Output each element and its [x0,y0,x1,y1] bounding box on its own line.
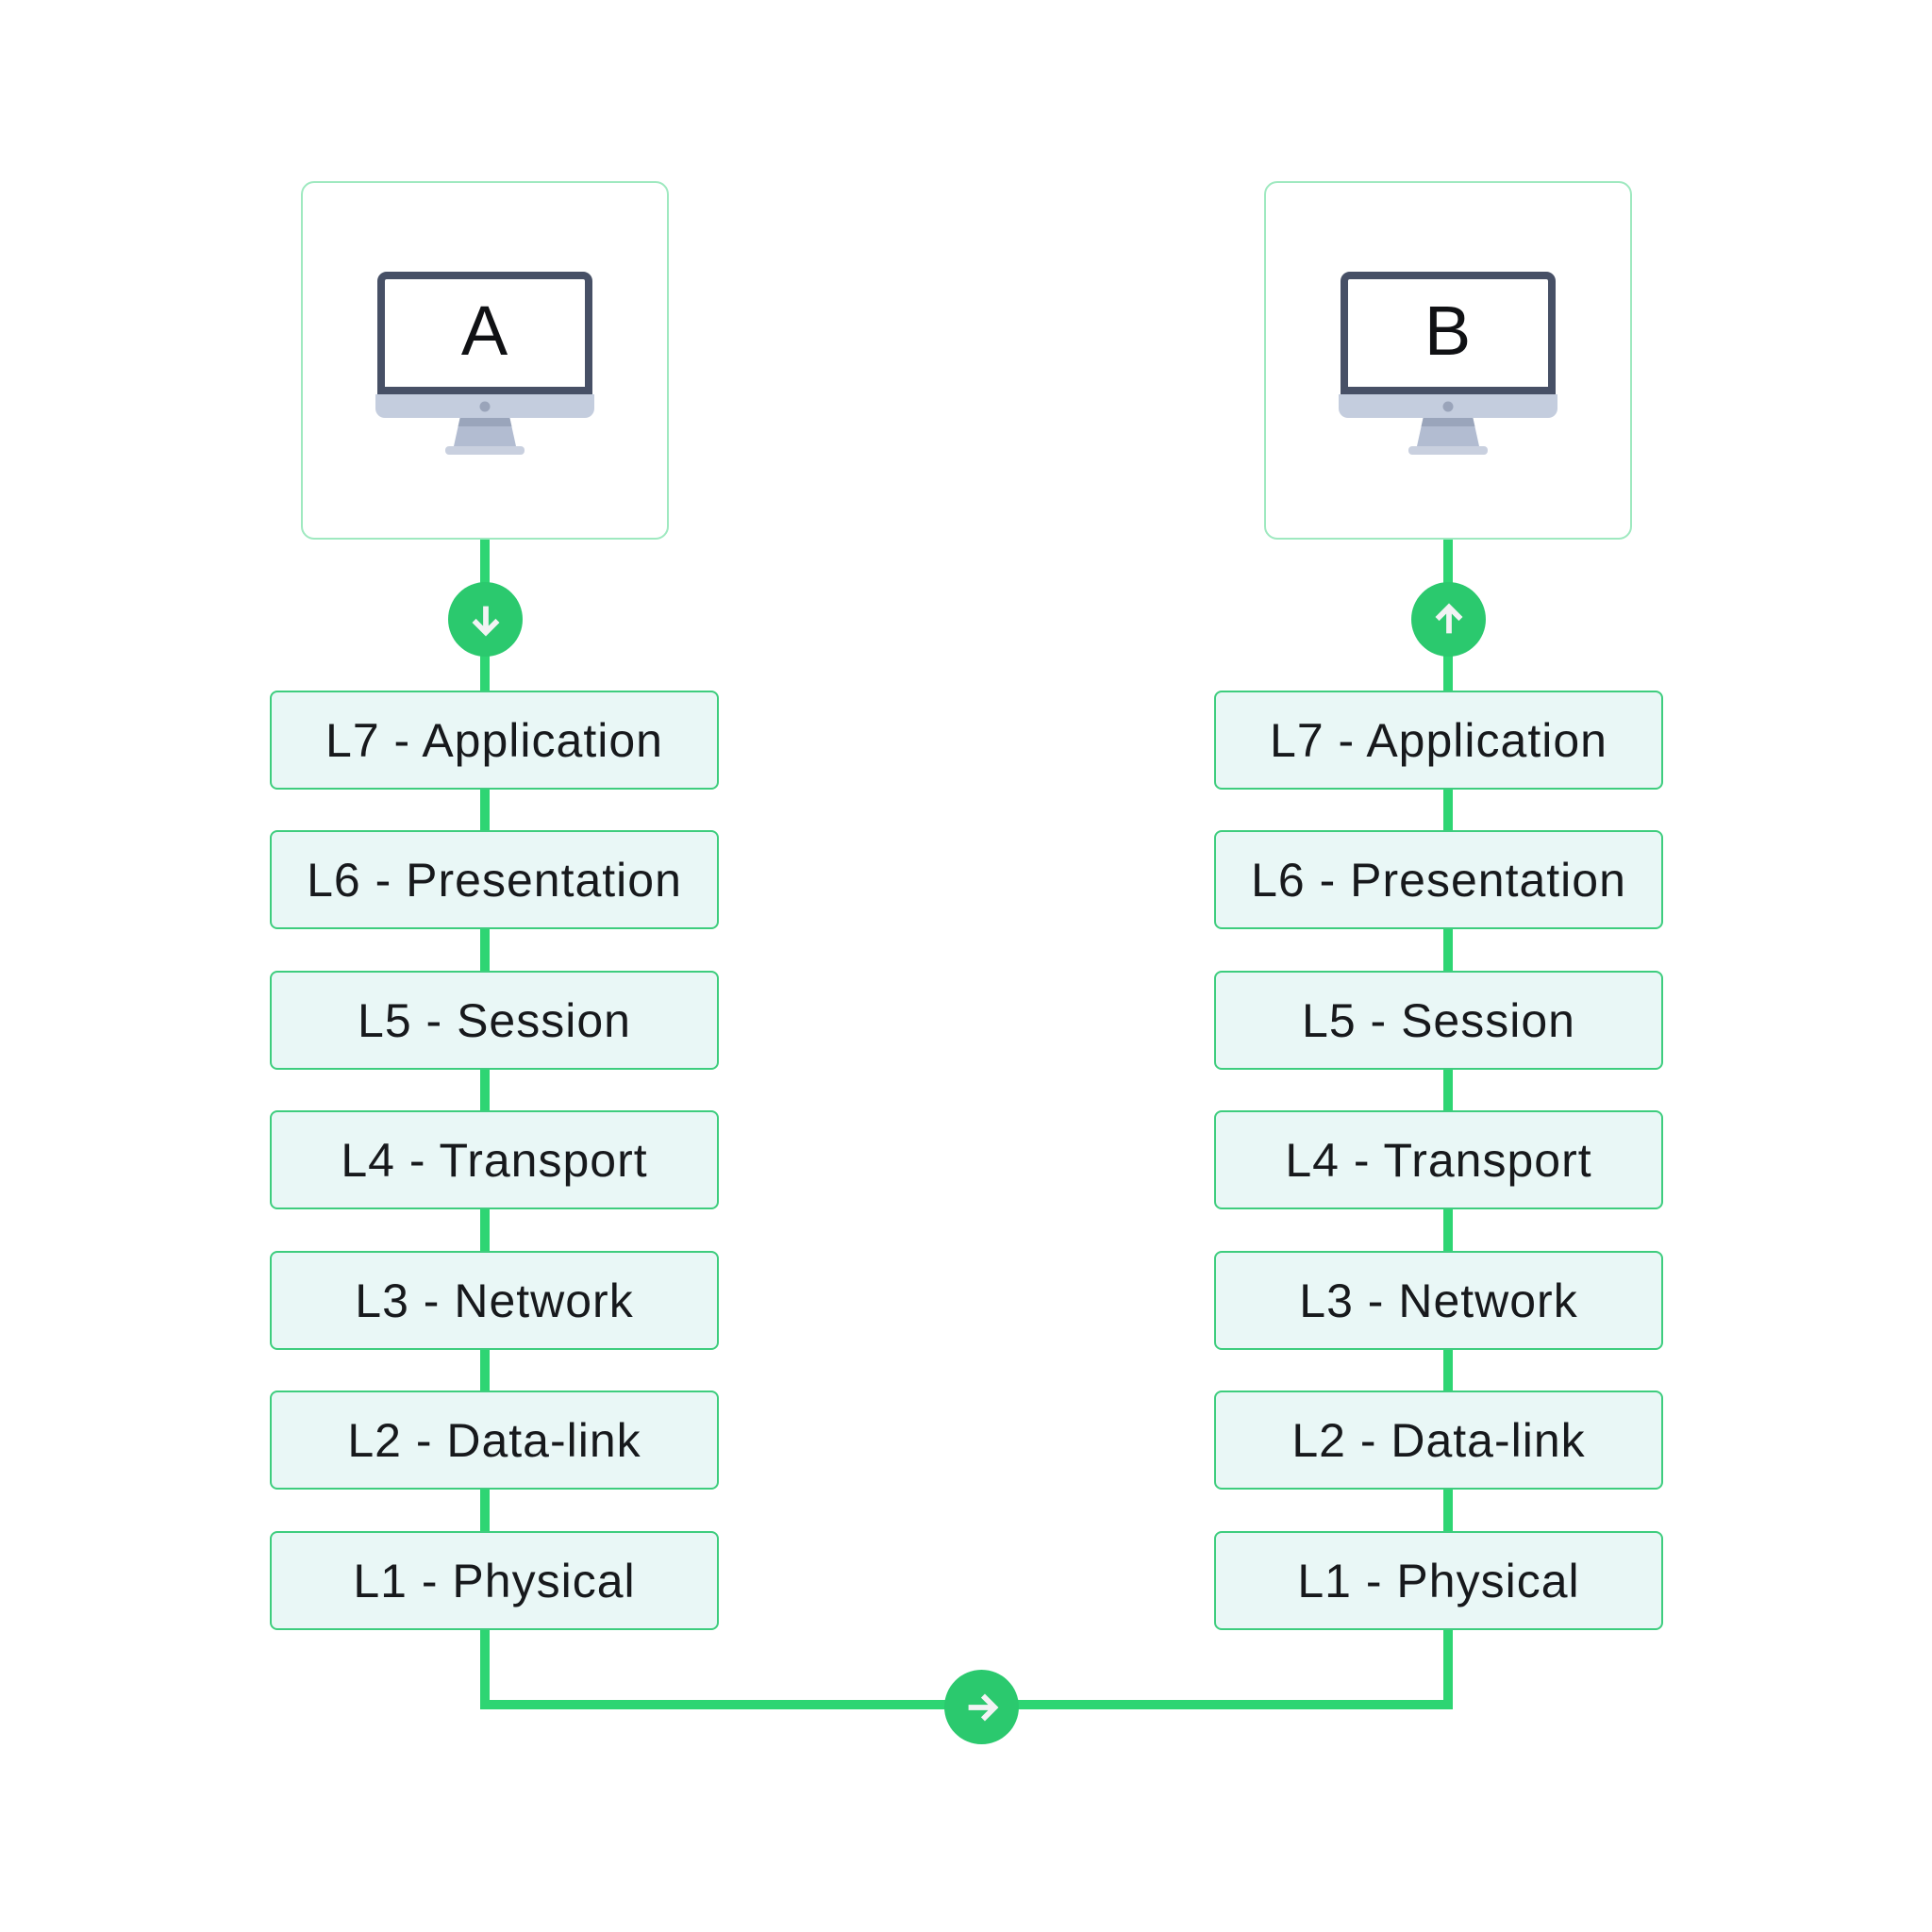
monitor-screen: A [377,272,592,394]
layer-box-l7-left: L7 - Application [270,691,719,790]
monitor-chin [1339,394,1557,418]
device-label-a: A [460,291,509,370]
arrow-up-icon [1435,603,1462,633]
layer-box-l7-right: L7 - Application [1214,691,1663,790]
arrow-down-icon [472,606,499,636]
camera-dot-icon [1442,401,1454,411]
layer-box-l1-right: L1 - Physical [1214,1531,1663,1630]
camera-dot-icon [479,401,491,411]
monitor-icon: B [1339,272,1557,455]
layer-box-l3-left: L3 - Network [270,1251,719,1350]
device-box-a: A [301,181,669,540]
device-label-b: B [1424,291,1473,370]
monitor-chin [375,394,594,418]
monitor-stand-neck [454,418,516,446]
arrow-right-icon [968,1693,998,1721]
layer-box-l2-right: L2 - Data-link [1214,1391,1663,1490]
arrow-down-badge [448,582,523,657]
layer-box-l1-left: L1 - Physical [270,1531,719,1630]
layer-box-l6-left: L6 - Presentation [270,830,719,929]
layer-box-l3-right: L3 - Network [1214,1251,1663,1350]
layer-box-l5-right: L5 - Session [1214,971,1663,1070]
layer-box-l4-right: L4 - Transport [1214,1110,1663,1209]
monitor-icon: A [375,272,594,455]
monitor-stand-base [1408,446,1488,455]
arrow-up-badge [1411,582,1486,657]
layer-box-l4-left: L4 - Transport [270,1110,719,1209]
layer-box-l6-right: L6 - Presentation [1214,830,1663,929]
monitor-screen: B [1341,272,1556,394]
monitor-stand-base [445,446,525,455]
arrow-right-badge [944,1670,1019,1744]
layer-box-l2-left: L2 - Data-link [270,1391,719,1490]
monitor-stand-neck [1417,418,1479,446]
layer-box-l5-left: L5 - Session [270,971,719,1070]
device-box-b: B [1264,181,1632,540]
